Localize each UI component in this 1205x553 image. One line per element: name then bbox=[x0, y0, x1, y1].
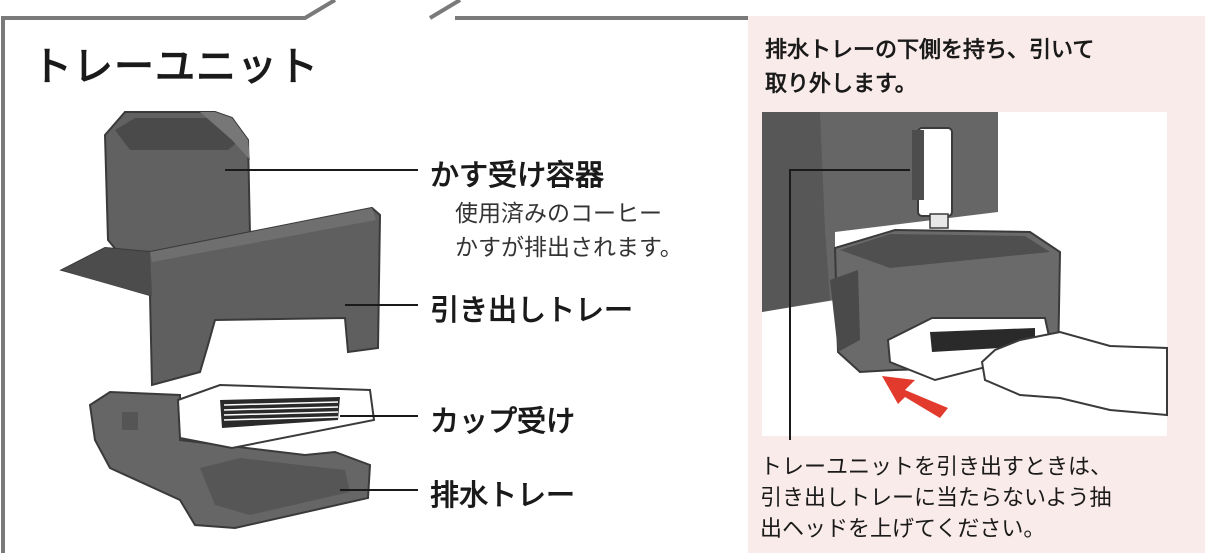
label-drawer-tray: 引き出しトレー bbox=[430, 293, 634, 327]
label-cup-holder: カップ受け bbox=[430, 404, 576, 438]
grounds-desc-line2: かすが排出されます。 bbox=[455, 235, 683, 261]
grounds-desc-line1: 使用済みのコーヒー bbox=[455, 201, 662, 227]
pull-arrow-icon bbox=[882, 376, 948, 418]
instruction-line1: 排水トレーの下側を持ち、引いて bbox=[765, 38, 1095, 63]
note-line1: トレーユニットを引き出すときは、 bbox=[760, 455, 1113, 480]
grounds-description: 使用済みのコーヒー かすが排出されます。 bbox=[455, 197, 683, 265]
cup-holder-drawing bbox=[176, 383, 376, 450]
drawer-tray-drawing bbox=[59, 206, 382, 387]
instruction-line2: 取り外します。 bbox=[765, 72, 917, 97]
label-grounds-container: かす受け容器 bbox=[430, 158, 605, 192]
label-drain-tray: 排水トレー bbox=[430, 478, 576, 512]
page-title: トレーユニット bbox=[32, 44, 319, 90]
grounds-container-drawing bbox=[103, 111, 252, 253]
note-line3: 出ヘッドを上げてください。 bbox=[760, 517, 1046, 542]
note-line2: 引き出しトレーに当たらないよう抽 bbox=[760, 486, 1112, 511]
leader-line-head bbox=[789, 169, 910, 440]
note-text: トレーユニットを引き出すときは、 引き出しトレーに当たらないよう抽 出ヘッドを上… bbox=[760, 452, 1112, 545]
instruction-text: 排水トレーの下側を持ち、引いて 取り外します。 bbox=[765, 34, 1094, 102]
